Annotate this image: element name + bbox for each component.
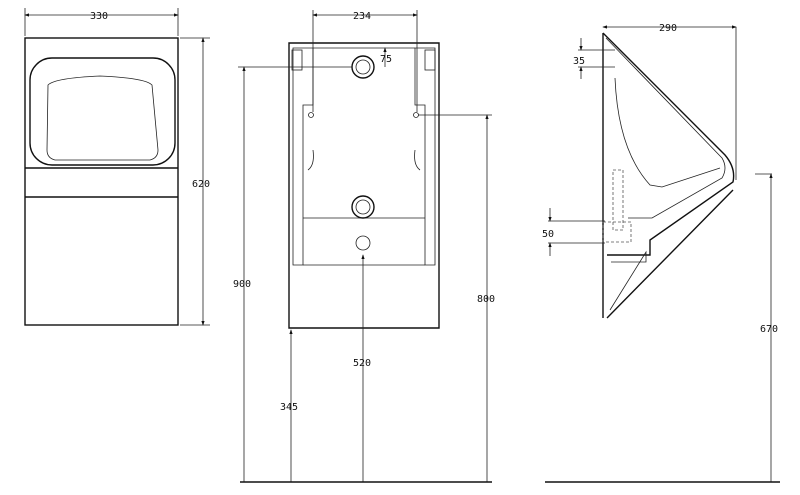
depth-dimension: 290 bbox=[659, 23, 677, 34]
front-height-dimension: 620 bbox=[192, 179, 210, 190]
back-view: 234 75 900 800 520 345 bbox=[233, 10, 495, 483]
fixing-height-dimension: 800 bbox=[477, 294, 495, 305]
rim-height-dimension: 670 bbox=[760, 324, 778, 335]
front-view: 330 620 bbox=[24, 8, 210, 326]
outlet-size-dimension: 50 bbox=[542, 229, 554, 240]
inlet-offset-dimension: 75 bbox=[380, 54, 392, 65]
front-width-dimension: 330 bbox=[90, 11, 108, 22]
center-dimension: 520 bbox=[353, 358, 371, 369]
top-offset-dimension: 35 bbox=[573, 56, 585, 67]
top-inlet-height-dimension: 900 bbox=[233, 279, 251, 290]
side-view: 290 35 50 670 bbox=[542, 23, 780, 483]
outlet-height-dimension: 345 bbox=[280, 402, 298, 413]
hole-spacing-dimension: 234 bbox=[353, 11, 371, 22]
